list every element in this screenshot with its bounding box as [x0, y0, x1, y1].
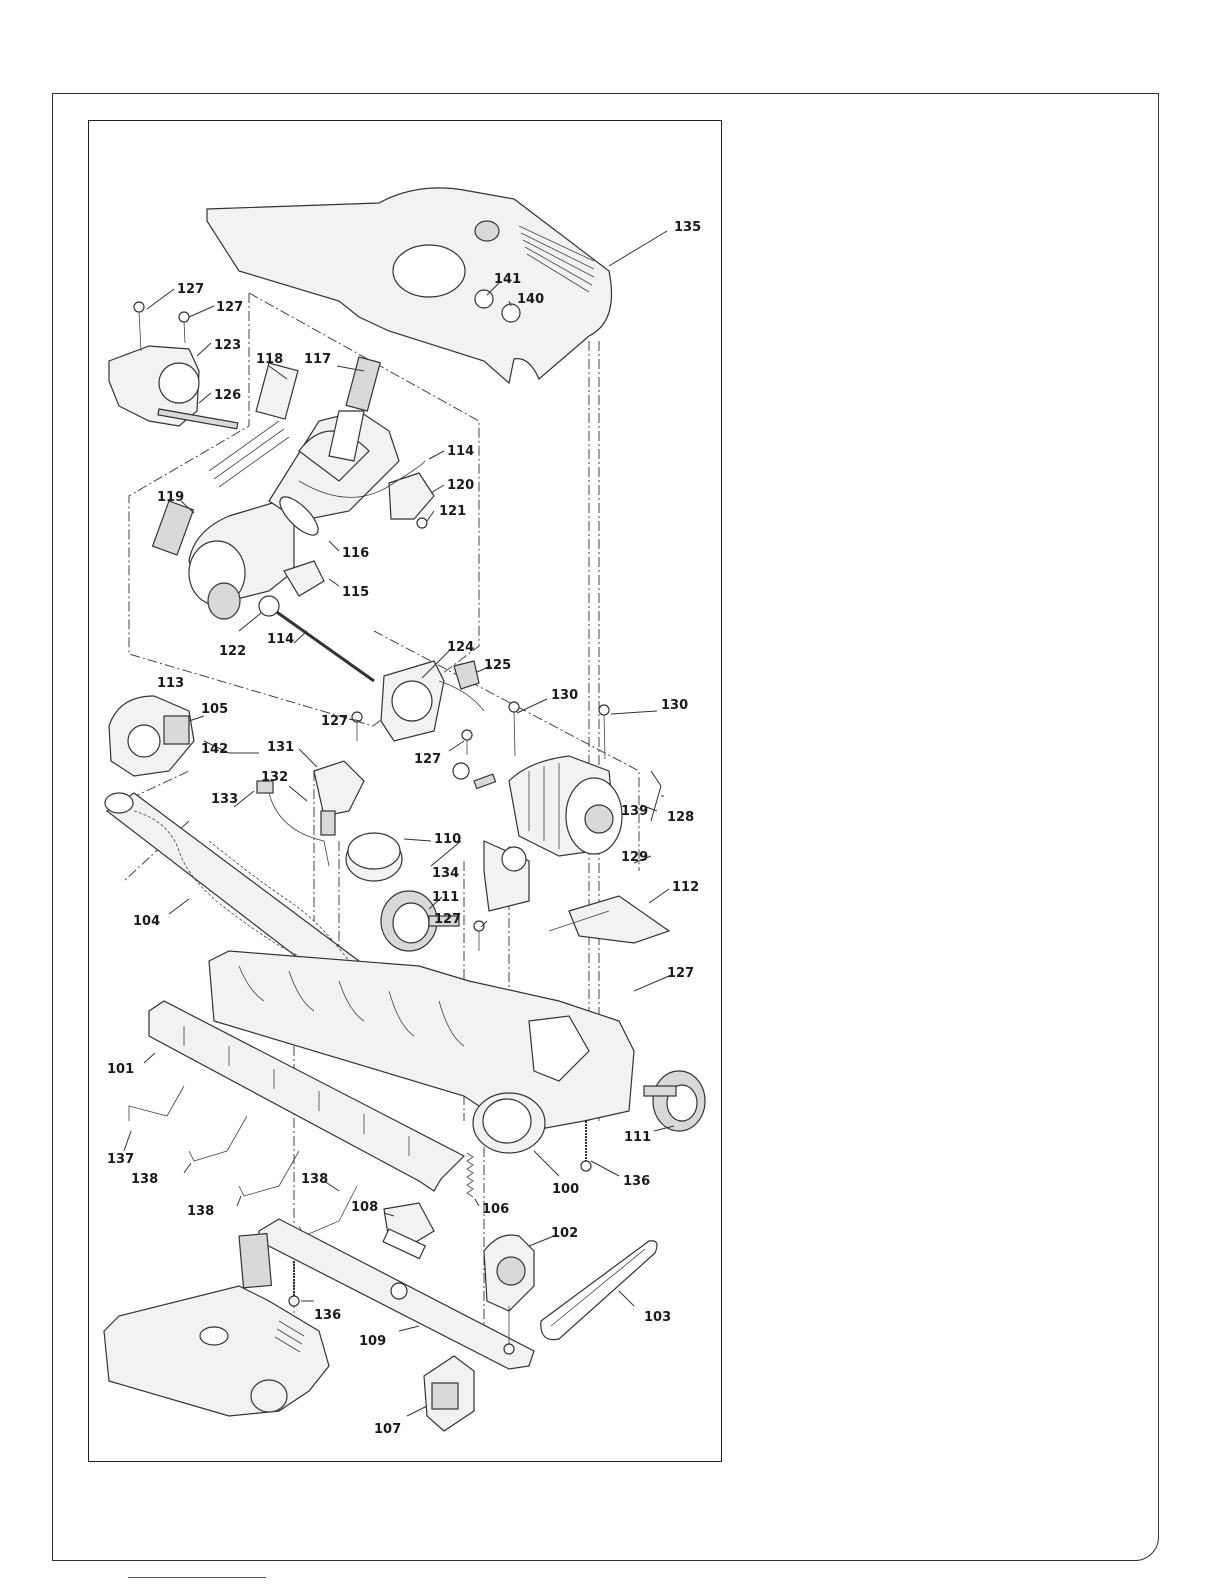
callout-142: 142: [201, 742, 228, 757]
callout-127: 127: [216, 300, 243, 315]
exploded-parts-diagram: 135 141 140 127 127 123 126 118 117 114 …: [88, 120, 722, 1462]
callout-127: 127: [434, 912, 461, 927]
callout-138: 138: [131, 1172, 158, 1187]
callout-118: 118: [256, 352, 283, 367]
callout-137: 137: [107, 1152, 134, 1167]
callout-122: 122: [219, 644, 246, 659]
callout-103: 103: [644, 1310, 671, 1325]
callout-104: 104: [133, 914, 160, 929]
callout-141: 141: [494, 272, 521, 287]
callout-121: 121: [439, 504, 466, 519]
footer-link-underline: [128, 1577, 266, 1578]
callout-123: 123: [214, 338, 241, 353]
callout-129: 129: [621, 850, 648, 865]
callout-125: 125: [484, 658, 511, 673]
base-housing-part-100: [209, 951, 634, 1153]
callout-112: 112: [672, 880, 699, 895]
callout-105: 105: [201, 702, 228, 717]
callout-111: 111: [432, 890, 459, 905]
callout-135: 135: [674, 220, 701, 235]
callout-108: 108: [351, 1200, 378, 1215]
callout-130: 130: [661, 698, 688, 713]
callout-136: 136: [623, 1174, 650, 1189]
callout-128: 128: [667, 810, 694, 825]
callout-113: 113: [157, 676, 184, 691]
callout-132: 132: [261, 770, 288, 785]
callout-114: 114: [447, 444, 474, 459]
callout-127: 127: [321, 714, 348, 729]
gear-plate-part-124: [381, 661, 484, 741]
callout-120: 120: [447, 478, 474, 493]
callout-138: 138: [187, 1204, 214, 1219]
callout-126: 126: [214, 388, 241, 403]
callout-127: 127: [667, 966, 694, 981]
callout-133: 133: [211, 792, 238, 807]
callout-134: 134: [432, 866, 459, 881]
callout-114: 114: [267, 632, 294, 647]
callout-138: 138: [301, 1172, 328, 1187]
callout-109: 109: [359, 1334, 386, 1349]
callout-140: 140: [517, 292, 544, 307]
wheel-part-111-right: [644, 1071, 705, 1131]
drive-belt-part-103: [541, 1241, 657, 1340]
end-cap-part-123: [109, 302, 238, 429]
assembled-nozzle-overview: [104, 1234, 329, 1416]
callout-111: 111: [624, 1130, 651, 1145]
callout-107: 107: [374, 1422, 401, 1437]
callout-102: 102: [551, 1226, 578, 1241]
callout-101: 101: [107, 1062, 134, 1077]
callout-116: 116: [342, 546, 369, 561]
callout-106: 106: [482, 1202, 509, 1217]
callout-117: 117: [304, 352, 331, 367]
callout-136: 136: [314, 1308, 341, 1323]
brush-end-cap-part-105: [109, 696, 194, 776]
callout-110: 110: [434, 832, 461, 847]
callout-119: 119: [157, 490, 184, 505]
callout-131: 131: [267, 740, 294, 755]
callout-139: 139: [621, 804, 648, 819]
callout-124: 124: [447, 640, 474, 655]
callout-130: 130: [551, 688, 578, 703]
callout-100: 100: [552, 1182, 579, 1197]
callout-127: 127: [177, 282, 204, 297]
callout-115: 115: [342, 585, 369, 600]
callout-127: 127: [414, 752, 441, 767]
guard-part-107: [424, 1356, 474, 1431]
